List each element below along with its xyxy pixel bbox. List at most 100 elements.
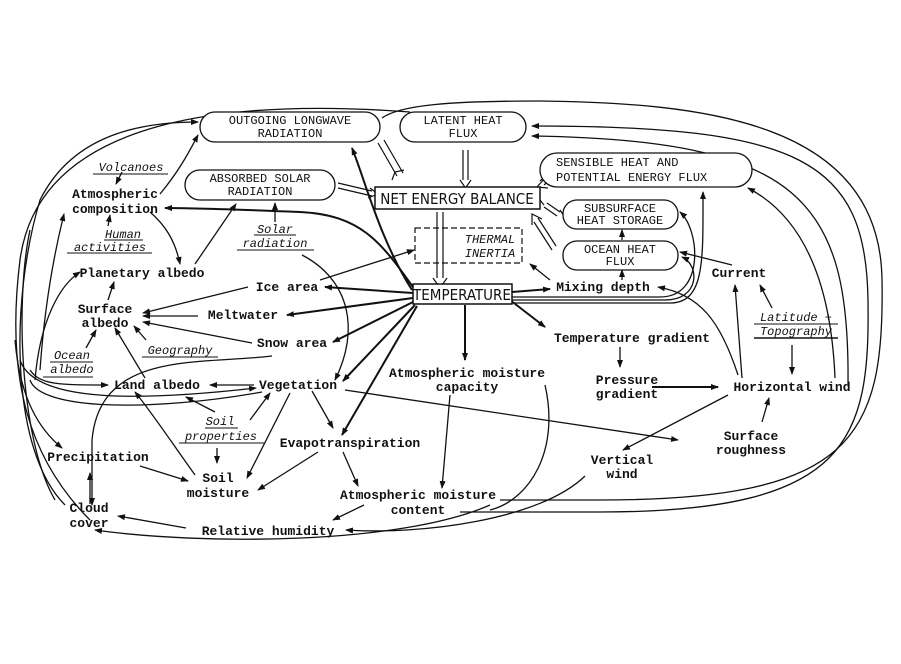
- box-absorbed-solar-label-2: RADIATION: [228, 185, 293, 199]
- edge-soilprop-to-veg: [249, 392, 271, 421]
- box-sensible-heat-label-1: SENSIBLE HEAT AND: [556, 156, 678, 170]
- box-latent-heat-label-1: LATENT HEAT: [423, 114, 502, 128]
- node-pressure-gradient-2: gradient: [596, 387, 658, 402]
- edge-composition-to-planetary: [149, 211, 182, 265]
- node-vertical-wind-2: wind: [606, 467, 637, 482]
- node-soil-moisture-1: Soil: [202, 471, 233, 486]
- edge-temp-to-snow: [332, 301, 414, 343]
- box-ocean-heat-label-2: FLUX: [606, 255, 635, 269]
- edge-temp-to-mixing: [511, 286, 551, 293]
- edge-loop-to-land: [29, 369, 109, 388]
- edge-veg-to-evapo: [311, 390, 334, 429]
- edge-outer-loop-1: [15, 107, 411, 521]
- edge-solar-to-vegetation: [301, 254, 349, 381]
- ext-human-activities-2: activities: [74, 241, 146, 255]
- ext-solar-radiation-2: radiation: [243, 237, 308, 251]
- ext-topography-2: Topography: [760, 325, 833, 339]
- box-absorbed-solar: ABSORBED SOLAR RADIATION: [184, 169, 336, 201]
- node-precipitation: Precipitation: [47, 450, 149, 465]
- edge-vertical-to-rh: [345, 475, 586, 534]
- box-subsurface-heat: SUBSURFACE HEAT STORAGE: [562, 199, 679, 230]
- node-planetary-albedo: Planetary albedo: [80, 266, 205, 281]
- edge-veg-to-roughness: [344, 389, 679, 442]
- edge-ice-to-thermal: [319, 249, 415, 281]
- box-ocean-heat-flux: OCEAN HEAT FLUX: [562, 240, 679, 271]
- box-latent-heat: LATENT HEAT FLUX: [399, 111, 527, 143]
- box-net-energy-balance: NET ENERGY BALANCE: [374, 186, 541, 210]
- node-relative-humidity: Relative humidity: [202, 524, 335, 539]
- edge-soilprop-to-land: [185, 396, 216, 413]
- edges: [14, 100, 883, 540]
- edge-outer-right-2: [460, 123, 869, 513]
- edge-loop-to-planetary: [34, 271, 81, 381]
- edge-veg-to-soil: [246, 392, 291, 479]
- node-vertical-wind-1: Vertical: [591, 453, 654, 468]
- ext-human-activities-1: Human: [105, 228, 141, 242]
- edge-ocean-to-surface: [85, 329, 97, 349]
- box-latent-heat-label-2: FLUX: [449, 127, 478, 141]
- edge-land-to-surface: [114, 327, 146, 379]
- edge-current-to-ocean: [679, 250, 733, 266]
- edge-human-to-composition: [105, 214, 112, 227]
- node-meltwater: Meltwater: [208, 308, 278, 323]
- ext-latitude-1: Latitude +: [760, 311, 832, 325]
- node-temperature-gradient: Temperature gradient: [554, 331, 710, 346]
- node-snow-area: Snow area: [257, 336, 327, 351]
- edge-loop-to-precip: [14, 339, 63, 449]
- node-surface-roughness-1: Surface: [724, 429, 779, 444]
- ext-solar-radiation-1: Solar: [257, 223, 293, 237]
- edge-lat-to-current: [759, 284, 773, 309]
- edge-snow-to-land: [89, 355, 273, 506]
- edge-content-to-rh: [332, 504, 365, 521]
- node-ice-area: Ice area: [256, 280, 319, 295]
- node-cloud-cover-2: cover: [69, 516, 108, 531]
- edge-geography-to-surface: [133, 325, 147, 341]
- node-atm-moisture-capacity-2: capacity: [436, 380, 499, 395]
- edge-temp-to-ice: [324, 284, 414, 294]
- ext-volcanoes: Volcanoes: [99, 161, 164, 175]
- node-land-albedo: Land albedo: [114, 378, 200, 393]
- node-atm-moisture-content-1: Atmospheric moisture: [340, 488, 496, 503]
- node-atm-moisture-capacity-1: Atmospheric moisture: [389, 366, 545, 381]
- edge-planetary-to-absorbed: [194, 203, 237, 265]
- ext-soil-properties-2: properties: [184, 430, 257, 444]
- box-absorbed-solar-label-1: ABSORBED SOLAR: [210, 172, 311, 186]
- box-sensible-heat-label-2: POTENTIAL ENERGY FLUX: [556, 171, 707, 185]
- edge-temp-to-outgoing: [351, 147, 413, 291]
- edge-temp-to-vegetation: [342, 304, 416, 382]
- box-sensible-heat: SENSIBLE HEAT AND POTENTIAL ENERGY FLUX: [539, 152, 753, 188]
- edge-evapo-to-content: [342, 451, 359, 487]
- edge-horiz-to-mixing: [657, 285, 739, 376]
- node-surface-roughness-2: roughness: [716, 443, 786, 458]
- box-thermal-inertia: THERMAL INERTIA: [414, 227, 523, 264]
- node-soil-moisture-2: moisture: [187, 486, 250, 501]
- node-surface-albedo-2: albedo: [82, 316, 129, 331]
- edge-ice-to-surface: [142, 286, 249, 315]
- ext-geography: Geography: [148, 344, 214, 358]
- node-current: Current: [712, 266, 767, 281]
- edge-loop-to-cloud: [94, 504, 491, 540]
- node-vegetation: Vegetation: [259, 378, 337, 393]
- box-temperature-label: TEMPERATURE: [412, 286, 511, 304]
- node-surface-albedo-1: Surface: [78, 302, 133, 317]
- edge-evapo-to-soil: [257, 451, 319, 491]
- ext-ocean-albedo-1: Ocean: [54, 349, 90, 363]
- edge-outer-to-composition: [39, 213, 66, 371]
- ext-ocean-albedo-2: albedo: [50, 363, 93, 377]
- node-atmospheric-composition-2: composition: [72, 202, 158, 217]
- edge-temp-to-tempgrad: [509, 299, 546, 328]
- edge-temp-to-melt: [286, 297, 414, 318]
- edge-horiz-wind-to-sensible: [747, 187, 836, 379]
- edge-temp-to-subsurface: [512, 211, 696, 298]
- node-atmospheric-composition-1: Atmospheric: [72, 187, 158, 202]
- node-cloud-cover-1: Cloud: [69, 501, 108, 516]
- edge-capacity-to-content: [439, 394, 451, 489]
- edge-composition-to-outgoing: [159, 134, 199, 195]
- box-thermal-inertia-label-1: THERMAL: [465, 233, 515, 247]
- edge-roughness-to-horiz: [761, 397, 770, 423]
- edge-mixing-to-thermal: [529, 263, 551, 281]
- edge-temp-to-sensible: [512, 191, 707, 304]
- edge-loop-to-veg: [19, 359, 257, 397]
- edge-temp-to-evapo: [341, 305, 418, 436]
- node-horizontal-wind: Horizontal wind: [733, 380, 850, 395]
